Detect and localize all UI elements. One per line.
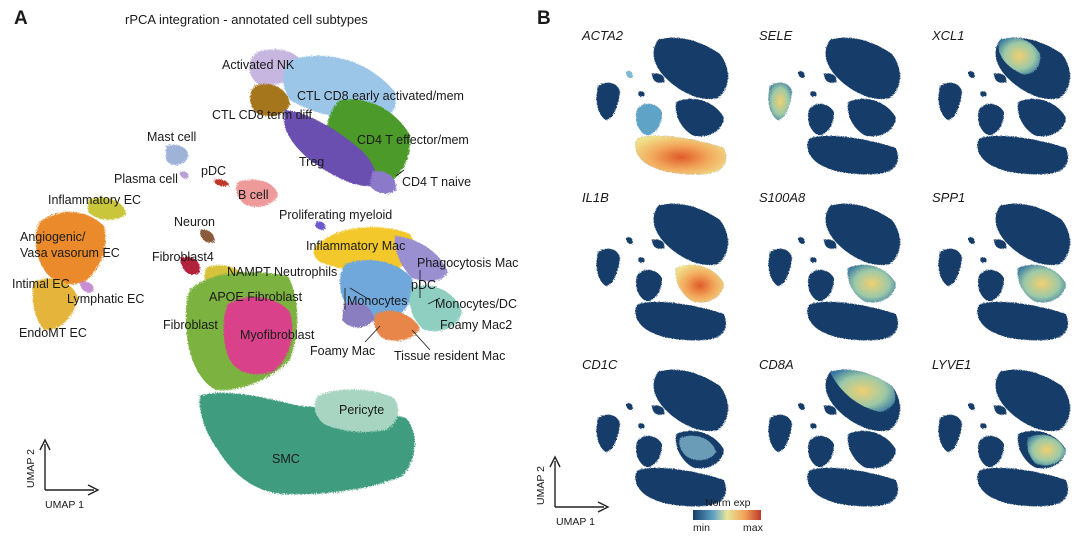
- legend-min: min: [693, 522, 710, 534]
- cluster-treg: [283, 110, 376, 187]
- legend-colorbar: [693, 510, 761, 520]
- leader-foamy-mac: [364, 325, 381, 343]
- gene-label: SELE: [759, 28, 793, 43]
- leader-nampt: [349, 287, 371, 301]
- cluster-label: CTL CD8 term diff: [212, 108, 313, 122]
- gene-label: XCL1: [932, 28, 965, 43]
- x-axis-label-a: UMAP 1: [45, 499, 84, 511]
- cluster-phago-mac: [394, 236, 448, 282]
- cluster-label: Intimal EC: [12, 277, 70, 291]
- cluster-mast: [166, 144, 189, 166]
- cluster-label: pDC: [411, 278, 437, 292]
- leader-tissue-mac: [411, 329, 431, 351]
- cluster-foamy-mac: [342, 301, 374, 328]
- gene-label: SPP1: [932, 190, 966, 205]
- gene-label: ACTA2: [582, 28, 623, 43]
- feature-plot-il1b: [596, 203, 729, 341]
- cluster-label: B cell: [238, 188, 269, 202]
- cluster-foamy-mac2: [409, 285, 462, 332]
- feature-plot-sele: [768, 37, 901, 175]
- cluster-label: Angiogenic/ Vasa vasorum EC: [20, 230, 120, 260]
- cluster-inflam-mac: [313, 227, 415, 272]
- cluster-label: Fibroblast: [163, 318, 218, 332]
- cluster-myofibroblast: [223, 297, 293, 375]
- panel-a-letter: A: [14, 8, 28, 29]
- cluster-label: Fibroblast4: [152, 250, 214, 264]
- cluster-label: CD4 T naive: [402, 175, 472, 189]
- y-axis-label-b: UMAP 2: [535, 466, 547, 505]
- cluster-cd4-naive: [370, 171, 397, 194]
- cluster-label: Treg: [299, 155, 325, 169]
- feature-plot-s100a8: [768, 203, 901, 341]
- umap-axes-a: [39, 438, 100, 496]
- feature-plot-acta2: [596, 37, 729, 175]
- cluster-inflam-ec: [88, 197, 126, 220]
- cluster-pericyte: [314, 389, 399, 432]
- cluster-label: Activated NK: [222, 58, 295, 72]
- gene-label: IL1B: [582, 190, 609, 205]
- gene-label: CD1C: [582, 357, 618, 372]
- feature-plot-xcl1: [938, 37, 1071, 175]
- cluster-lymphatic: [80, 281, 94, 293]
- cluster-label: APOE Fibroblast: [209, 290, 303, 304]
- legend-title: Norm exp: [705, 497, 751, 509]
- x-axis-label-b: UMAP 1: [556, 516, 595, 528]
- gene-label: LYVE1: [932, 357, 972, 372]
- gene-label: CD8A: [759, 357, 794, 372]
- cluster-ec-main: [35, 211, 106, 285]
- cluster-label: Monocytes: [347, 294, 408, 308]
- cluster-label: NAMPT Neutrophils: [227, 265, 338, 279]
- cluster-label: Foamy Mac2: [440, 318, 513, 332]
- legend-max: max: [743, 522, 763, 534]
- cluster-tissue-mac: [374, 310, 420, 341]
- feature-plot-spp1: [938, 203, 1071, 341]
- cluster-label: Inflammatory Mac: [306, 239, 406, 253]
- panel-a-title: rPCA integration - annotated cell subtyp…: [125, 12, 368, 27]
- leader-cd4-naive: [395, 169, 405, 177]
- cluster-plasma: [180, 171, 189, 179]
- cluster-label: Mast cell: [147, 130, 197, 144]
- leader-monocytes-dc: [427, 297, 441, 305]
- umap-axes-b: [549, 455, 610, 513]
- cluster-label: EndoMT EC: [19, 326, 87, 340]
- cluster-label: Phagocytosis Mac: [417, 256, 519, 270]
- cluster-label: CTL CD8 early activated/mem: [297, 89, 464, 103]
- feature-plot-cd8a: [768, 369, 901, 507]
- cluster-label: Pericyte: [339, 403, 385, 417]
- feature-plot-cd1c: [596, 369, 729, 507]
- cluster-pdc-small: [214, 179, 229, 187]
- cluster-label: Myofibroblast: [240, 328, 315, 342]
- cluster-label: SMC: [272, 452, 300, 466]
- cluster-label: CD4 T effector/mem: [357, 133, 469, 147]
- cluster-intimal-ec: [32, 278, 78, 331]
- feature-plot-lyve1: [938, 369, 1071, 507]
- cluster-label: Monocytes/DC: [435, 297, 517, 311]
- cluster-label: Plasma cell: [114, 172, 178, 186]
- cluster-b-cell: [236, 179, 278, 207]
- panel-b-letter: B: [537, 8, 551, 29]
- cluster-prolif-myeloid: [315, 221, 326, 230]
- cluster-label: Inflammatory EC: [48, 193, 142, 207]
- cluster-label: Lymphatic EC: [67, 292, 145, 306]
- cluster-label: Foamy Mac: [310, 344, 376, 358]
- cluster-label: pDC: [201, 164, 227, 178]
- cluster-label: Proliferating myeloid: [279, 208, 393, 222]
- cluster-label: Tissue resident Mac: [394, 349, 506, 363]
- cluster-neuron: [200, 229, 215, 243]
- cluster-ctl-term: [250, 84, 290, 117]
- gene-label: S100A8: [759, 190, 806, 205]
- cluster-fibroblast4: [180, 256, 201, 275]
- umap-plot: [32, 49, 462, 496]
- cluster-label: Neuron: [174, 215, 215, 229]
